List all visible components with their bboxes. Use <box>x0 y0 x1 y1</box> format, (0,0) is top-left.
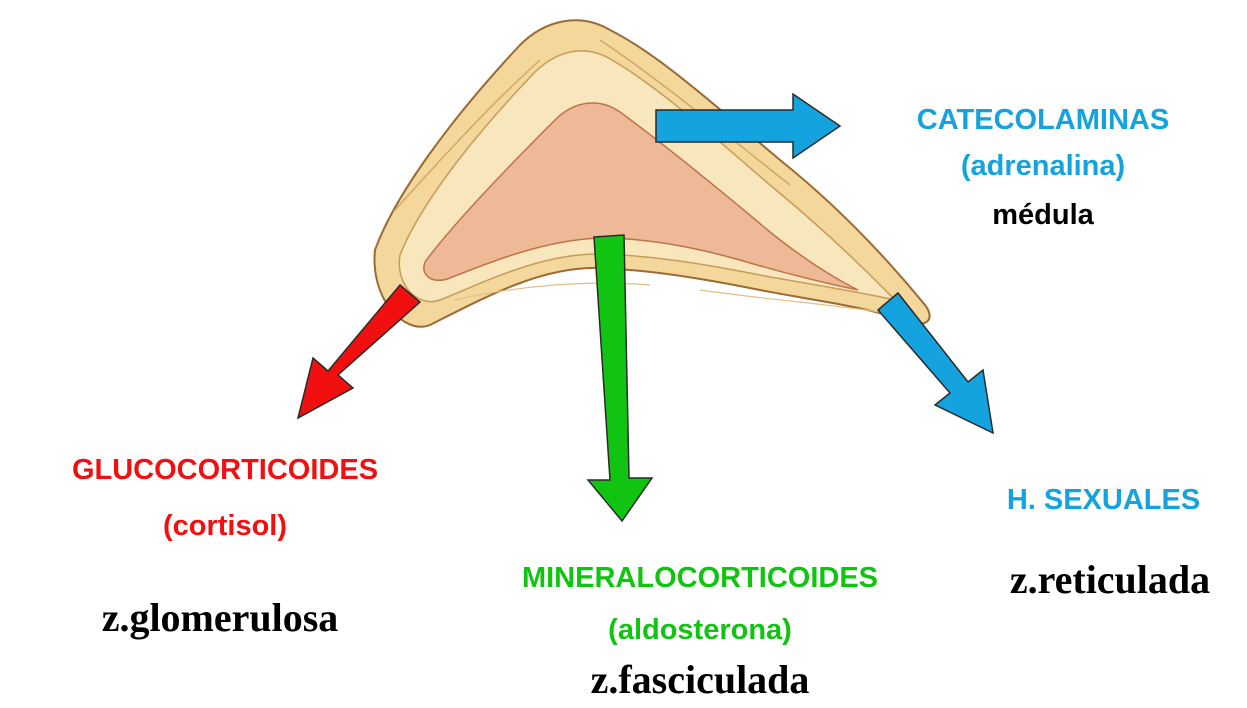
glucocorticoides-label: GLUCOCORTICOIDES <box>0 452 450 488</box>
reticulada-label: z.reticulada <box>980 555 1240 605</box>
sexuales-label: H. SEXUALES <box>960 482 1247 518</box>
medula-label: médula <box>848 197 1238 233</box>
cortisol-label: (cortisol) <box>0 508 450 544</box>
fasciculada-label: z.fasciculada <box>440 655 960 705</box>
catecolaminas-label: CATECOLAMINAS <box>848 102 1238 138</box>
glomerulosa-label: z.glomerulosa <box>20 593 420 643</box>
aldosterona-label: (aldosterona) <box>440 612 960 648</box>
mineralocorticoides-label: MINERALOCORTICOIDES <box>440 560 960 596</box>
sexuales-arrow <box>878 293 993 433</box>
mineralocorticoides-arrow <box>588 235 652 521</box>
adrenalina-label: (adrenalina) <box>848 148 1238 184</box>
adrenal-gland <box>375 20 930 326</box>
glucocorticoides-arrow <box>298 285 420 418</box>
